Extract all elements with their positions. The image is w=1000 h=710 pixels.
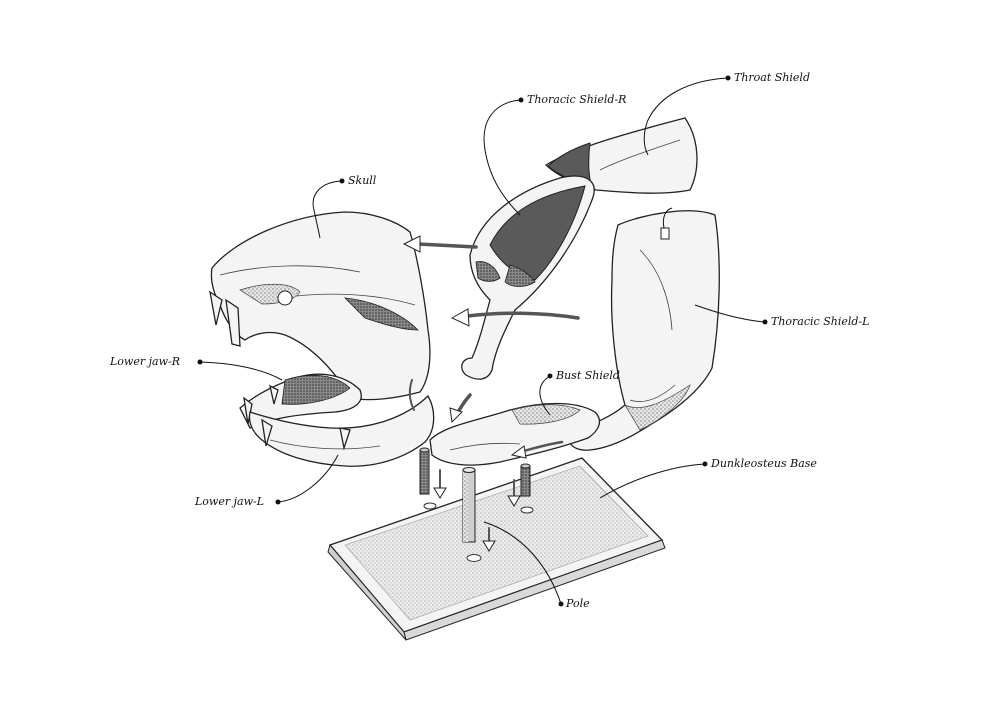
thoracic-shield-l — [568, 207, 720, 451]
leader-lines — [197, 75, 768, 607]
label-thoracic-shield-l: Thoracic Shield-L — [771, 315, 870, 328]
pole-right — [520, 463, 531, 497]
assembly-arrows — [402, 235, 580, 552]
label-throat-shield: Throat Shield — [734, 71, 810, 84]
label-thoracic-shield-r: Thoracic Shield-R — [527, 93, 627, 106]
label-pole: Pole — [566, 597, 590, 610]
label-dunkleosteus-base: Dunkleosteus Base — [711, 457, 817, 470]
dunkleosteus-base — [327, 457, 666, 641]
arrow-shield-r-to-skull — [416, 242, 478, 249]
label-lower-jaw-r: Lower jaw-R — [110, 355, 180, 368]
thoracic-shield-r — [461, 175, 595, 380]
arrow-shield-l-to-skull — [466, 311, 580, 320]
label-bust-shield: Bust Shield — [556, 369, 620, 382]
lower-jaw-l — [248, 394, 435, 467]
bust-shield — [429, 402, 601, 466]
pole-left — [419, 447, 430, 495]
label-lower-jaw-l: Lower jaw-L — [195, 495, 265, 508]
label-skull: Skull — [348, 174, 377, 187]
skull — [209, 211, 431, 401]
pole-center — [462, 467, 476, 543]
arrow-jaw-joint — [408, 379, 415, 411]
